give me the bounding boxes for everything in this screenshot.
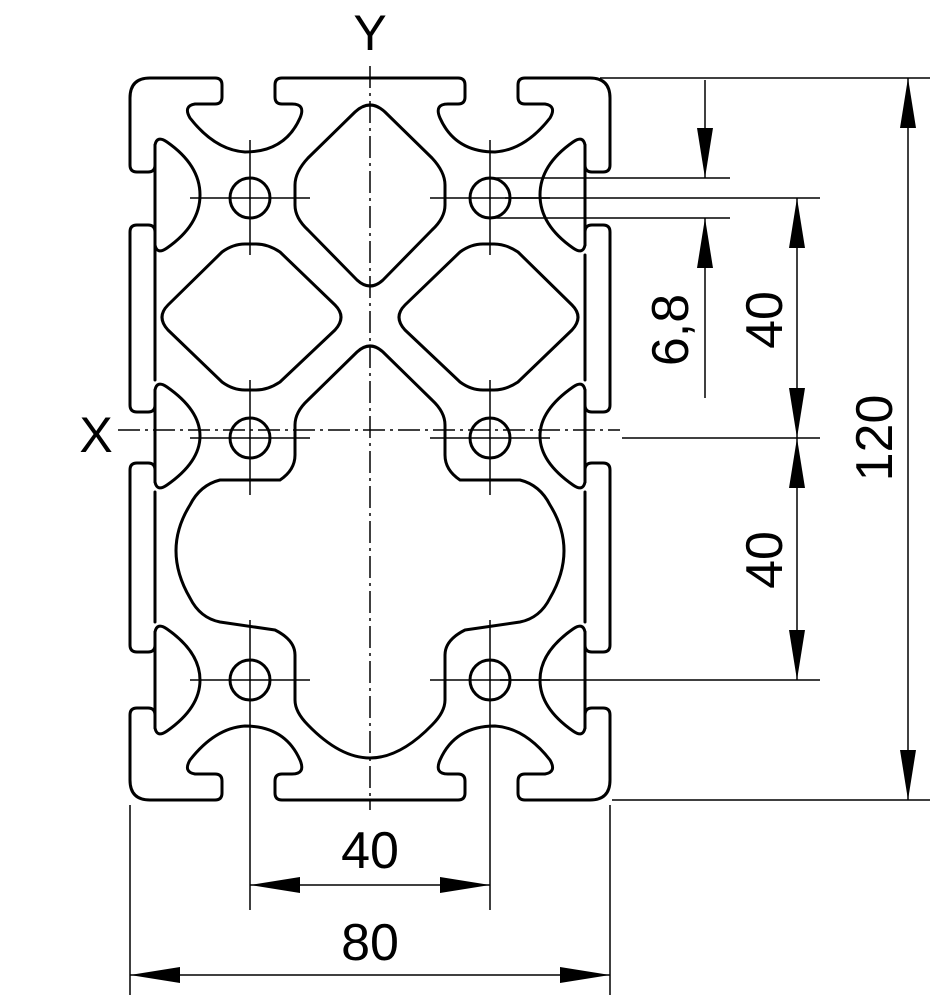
cavity-top-center: [293, 103, 447, 288]
cavity-lower-large: [174, 344, 566, 760]
cavity-right: [397, 242, 580, 392]
extension-lines: [129, 77, 930, 995]
dim-bottom-overall: 80: [341, 914, 399, 972]
dim-hole-diameter: 6,8: [642, 294, 700, 366]
cavity-left: [160, 242, 343, 392]
center-lines: [118, 66, 620, 810]
dimension-lines: [130, 78, 916, 983]
dim-right-upper: 40: [736, 291, 794, 349]
y-axis-label: Y: [353, 5, 386, 61]
dimension-labels: 40 80 6,8 40 40 120: [341, 291, 904, 972]
dim-bottom-inner: 40: [341, 822, 399, 880]
dim-right-overall: 120: [846, 395, 904, 482]
dim-right-lower: 40: [736, 531, 794, 589]
profile-outline: [128, 76, 612, 802]
x-axis-label: X: [79, 407, 112, 463]
inner-cavities: [160, 103, 580, 760]
